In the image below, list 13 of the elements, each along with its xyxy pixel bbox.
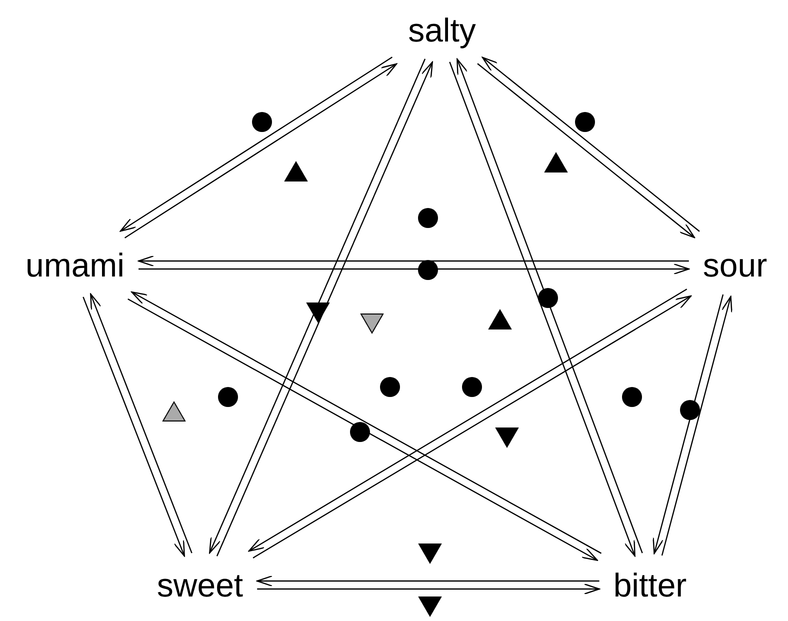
taste-label: bitter <box>613 566 687 604</box>
taste-label: salty <box>408 12 476 48</box>
arrow <box>138 255 689 267</box>
arrow <box>652 294 724 554</box>
arrow <box>256 575 600 587</box>
taste-label: sour <box>702 246 768 284</box>
taste-label: sweet <box>156 566 244 604</box>
arrow <box>257 583 600 595</box>
taste-label: umami <box>25 246 125 284</box>
arrow <box>661 296 732 556</box>
arrow <box>138 263 690 275</box>
arrow <box>90 293 192 554</box>
arrow <box>82 296 185 557</box>
